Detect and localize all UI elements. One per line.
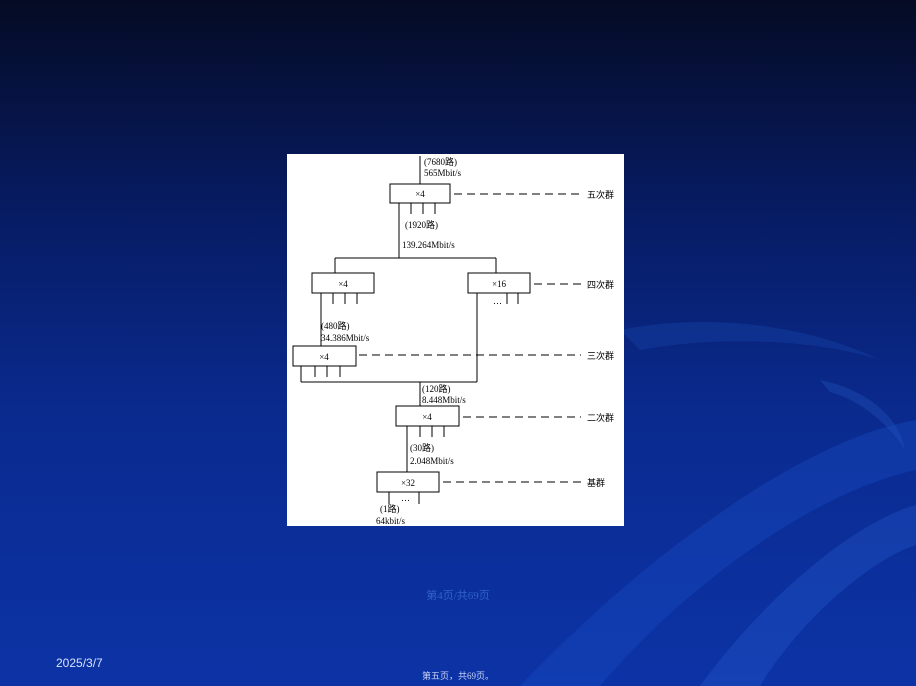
box-level2: [395, 405, 460, 427]
l3-rate-label: 34.386Mbit/s: [321, 333, 370, 343]
box-level4-b-label: ×16: [492, 279, 507, 289]
box-level5-label: ×4: [415, 189, 425, 199]
dots-32: …: [401, 493, 410, 503]
l4-channels-label: (1920路): [405, 219, 438, 230]
base-channels-label: (1路): [380, 503, 400, 514]
box-level2-label: ×4: [422, 412, 432, 422]
box-level3-label: ×4: [319, 352, 329, 362]
box-level1: [376, 471, 440, 493]
box-level4-a: [311, 272, 375, 294]
dots-16: …: [493, 296, 502, 306]
top-rate-label: 565Mbit/s: [424, 168, 462, 178]
level-third-label: 三次群: [587, 350, 614, 361]
box-level1-label: ×32: [401, 478, 415, 488]
l4-rate-label: 139.264Mbit/s: [402, 240, 455, 250]
l1-channels-label: (30路): [410, 442, 434, 453]
multiplex-diagram: ×4 ×4 ×16 ×4 ×4 ×32 (7680路) 565Mbit/s (1…: [287, 154, 624, 526]
level-fifth-label: 五次群: [587, 189, 614, 200]
slide-date: 2025/3/7: [56, 656, 103, 670]
slide-footer: 第五页，共69页。: [421, 671, 494, 681]
level-second-label: 二次群: [587, 412, 614, 423]
l2-channels-label: (120路): [422, 383, 451, 394]
hierarchy-diagram-svg: ×4 ×4 ×16 ×4 ×4 ×32 (7680路) 565Mbit/s (1…: [292, 156, 614, 526]
box-level4-a-label: ×4: [338, 279, 348, 289]
level-fourth-label: 四次群: [587, 279, 614, 290]
base-rate-label: 64kbit/s: [376, 516, 406, 526]
l3-channels-label: (480路): [321, 320, 350, 331]
box-level5: [389, 183, 451, 204]
page-number-label: 第4页/共69页: [426, 590, 490, 602]
box-level3: [292, 345, 357, 367]
level-primary-label: 基群: [587, 477, 605, 488]
top-channels-label: (7680路): [424, 156, 457, 167]
l1-rate-label: 2.048Mbit/s: [410, 456, 454, 466]
box-level4-b: [467, 272, 531, 294]
l2-rate-label: 8.448Mbit/s: [422, 395, 466, 405]
